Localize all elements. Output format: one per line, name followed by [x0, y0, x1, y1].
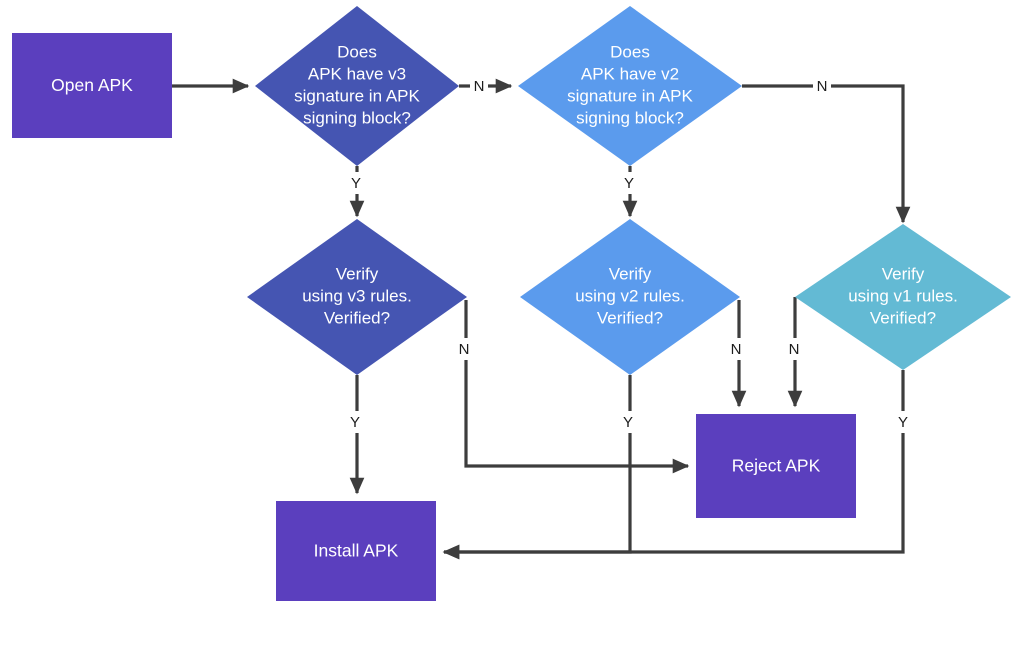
node-shape-verify-v1 — [795, 224, 1011, 370]
edge-label-text-e-hasv2-N-verifyv1: N — [817, 78, 828, 95]
edge-label-bg-e-hasv2-N-verifyv1 — [813, 75, 831, 97]
edge-label-text-e-hasv2-Y-verifyv2: Y — [624, 175, 634, 192]
edge-label-e-verifyv2-Y-install: Y — [619, 411, 637, 433]
edge-e-verifyv2-Y-install — [442, 375, 632, 560]
edge-label-text-e-verifyv1-N-reject: N — [789, 341, 800, 358]
edge-label-e-hasv3-Y-verifyv3: Y — [347, 172, 365, 194]
edge-label-bg-e-verifyv1-Y-install — [894, 411, 912, 433]
node-shape-reject-apk — [696, 414, 856, 518]
edge-label-e-verifyv3-Y-install: Y — [346, 411, 364, 433]
edge-label-bg-e-verifyv2-Y-install — [619, 411, 637, 433]
edge-label-bg-e-verifyv3-Y-install — [346, 411, 364, 433]
edge-label-text-e-verifyv1-Y-install: Y — [898, 414, 908, 431]
edge-label-bg-e-hasv3-N-hasv2 — [470, 75, 488, 97]
edge-label-text-e-verifyv2-Y-install: Y — [623, 414, 633, 431]
edge-label-text-e-verifyv2-N-reject: N — [731, 341, 742, 358]
node-shape-has-v2 — [518, 6, 742, 166]
edge-label-e-hasv3-N-hasv2: N — [470, 75, 488, 97]
node-install-apk[interactable]: Install APK — [276, 501, 436, 601]
node-shape-has-v3 — [255, 6, 459, 166]
edge-label-bg-e-hasv3-Y-verifyv3 — [347, 172, 365, 194]
edge-label-e-verifyv2-N-reject: N — [727, 338, 745, 360]
edge-label-text-e-verifyv3-Y-install: Y — [350, 414, 360, 431]
node-open-apk[interactable]: Open APK — [12, 33, 172, 138]
edge-label-bg-e-verifyv2-N-reject — [727, 338, 745, 360]
edge-label-bg-e-verifyv3-N-reject — [455, 338, 473, 360]
edge-e-hasv2-N-verifyv1 — [742, 84, 911, 224]
edge-label-e-hasv2-N-verifyv1: N — [813, 75, 831, 97]
node-reject-apk[interactable]: Reject APK — [696, 414, 856, 518]
edge-label-text-e-hasv3-Y-verifyv3: Y — [351, 175, 361, 192]
node-shape-open-apk — [12, 33, 172, 138]
edge-label-text-e-verifyv3-N-reject: N — [459, 341, 470, 358]
edge-label-bg-e-hasv2-Y-verifyv2 — [620, 172, 638, 194]
edge-label-e-hasv2-Y-verifyv2: Y — [620, 172, 638, 194]
node-shape-verify-v3 — [247, 219, 467, 375]
node-shape-install-apk — [276, 501, 436, 601]
edge-label-e-verifyv1-N-reject: N — [785, 338, 803, 360]
edge-label-bg-e-verifyv1-N-reject — [785, 338, 803, 360]
edge-labels-layer: N Y N Y N Y N Y N Y — [346, 75, 912, 433]
edge-label-text-e-hasv3-N-hasv2: N — [474, 78, 485, 95]
edge-label-e-verifyv1-Y-install: Y — [894, 411, 912, 433]
node-shape-verify-v2 — [520, 219, 740, 375]
edge-label-e-verifyv3-N-reject: N — [455, 338, 473, 360]
